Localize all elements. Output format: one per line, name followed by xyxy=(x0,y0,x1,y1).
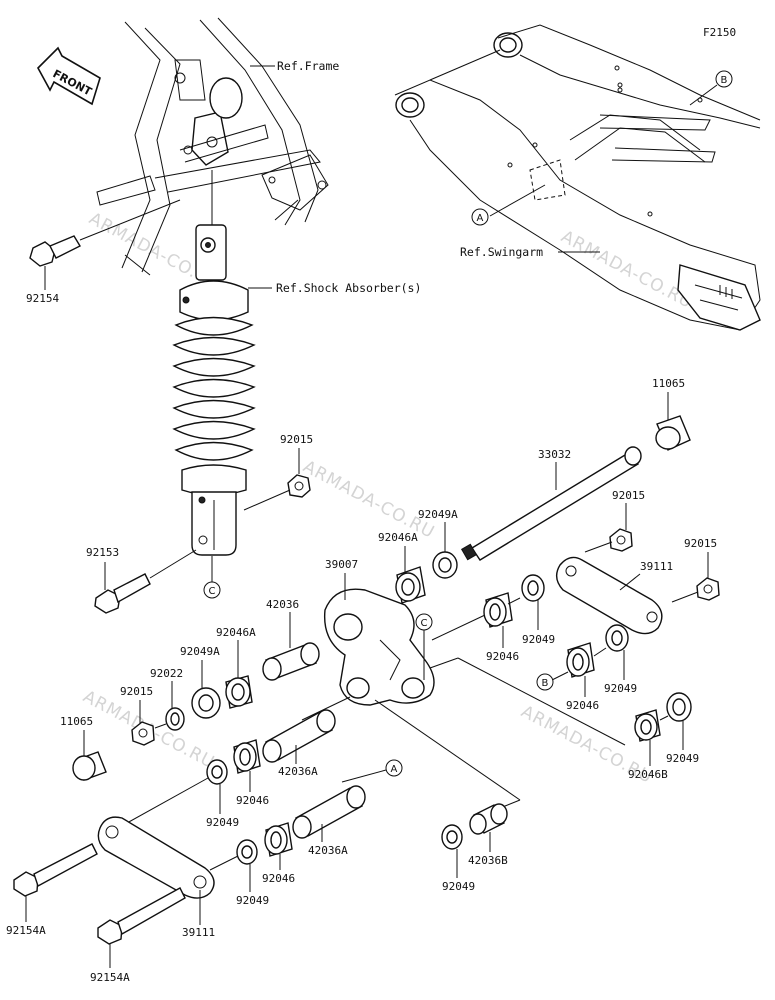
label-92046-r1: 92046 xyxy=(486,650,519,663)
bearing-92046A-mid-icon xyxy=(395,566,426,604)
label-33032: 33032 xyxy=(538,448,571,461)
label-92049-l1: 92049 xyxy=(206,816,239,829)
cap-11065-right-icon xyxy=(655,415,691,451)
nut-92015-mid-icon xyxy=(287,474,311,498)
label-92022: 92022 xyxy=(150,667,183,680)
washer-92049A-mid-icon xyxy=(432,551,458,579)
label-92049A-mid: 92049A xyxy=(418,508,458,521)
bearing-92046-l1-icon xyxy=(233,739,261,774)
label-92154-top: 92154 xyxy=(26,292,59,305)
label-92154A-1: 92154A xyxy=(6,924,46,937)
collar-42036B-icon xyxy=(469,803,508,835)
axle-33032-icon xyxy=(460,446,642,561)
bolt-92153-icon xyxy=(94,549,197,614)
label-42036A-2: 42036A xyxy=(308,844,348,857)
label-92046A-mid: 92046A xyxy=(378,531,418,544)
link-plate-39111-left-icon xyxy=(97,816,215,899)
label-92015-left: 92015 xyxy=(120,685,153,698)
linkage-39007-icon xyxy=(323,588,435,706)
label-92049A-left: 92049A xyxy=(180,645,220,658)
bolt-92154A-2-icon xyxy=(97,887,186,945)
bearing-92046B-icon xyxy=(634,709,661,742)
figure-code: F2150 xyxy=(703,26,736,39)
label-92154A-2: 92154A xyxy=(90,971,130,984)
label-42036A-1: 42036A xyxy=(278,765,318,778)
collar-42036A-1-icon xyxy=(262,709,336,763)
marker-c-shock: C xyxy=(209,586,216,597)
swingarm-drawing xyxy=(394,24,761,331)
link-plate-39111-right-icon xyxy=(555,556,663,635)
label-92015-mid: 92015 xyxy=(280,433,313,446)
marker-b-linkage: B xyxy=(542,678,549,689)
label-92015-r1: 92015 xyxy=(612,489,645,502)
nut-92015-r2-icon xyxy=(696,577,720,601)
washer-92049-b-icon xyxy=(441,824,463,850)
marker-a-linkage: A xyxy=(391,764,398,775)
label-92153: 92153 xyxy=(86,546,119,559)
bearing-92046A-left-icon xyxy=(225,675,253,709)
label-92046-r2: 92046 xyxy=(566,699,599,712)
label-42036: 42036 xyxy=(266,598,299,611)
label-92046-l1: 92046 xyxy=(236,794,269,807)
ref-shock-label: Ref.Shock Absorber(s) xyxy=(276,281,421,295)
nut-92015-r1-icon xyxy=(609,528,633,552)
label-92015-r2: 92015 xyxy=(684,537,717,550)
washer-92049-r1-icon xyxy=(521,574,545,602)
washer-92049-r2-icon xyxy=(605,624,629,652)
label-92049-r1: 92049 xyxy=(522,633,555,646)
marker-c-linkage: C xyxy=(421,618,428,629)
ref-frame-label: Ref.Frame xyxy=(277,59,339,73)
label-92049-r3: 92049 xyxy=(666,752,699,765)
bearing-92046-l2-icon xyxy=(264,822,293,857)
shock-absorber-drawing xyxy=(172,170,256,556)
collar-42036-icon xyxy=(262,642,320,681)
frame-drawing xyxy=(96,17,329,276)
label-11065-left: 11065 xyxy=(60,715,93,728)
label-92046A-left: 92046A xyxy=(216,626,256,639)
ref-swingarm-label: Ref.Swingarm xyxy=(460,245,543,259)
washer-92049-r3-icon xyxy=(666,692,692,722)
cap-11065-left-icon xyxy=(72,751,107,781)
washer-92022-icon xyxy=(165,707,185,731)
label-92046B: 92046B xyxy=(628,768,668,781)
bolt-92154-top-icon xyxy=(29,199,181,267)
label-92049-l2: 92049 xyxy=(236,894,269,907)
label-92049-r2: 92049 xyxy=(604,682,637,695)
label-39111-right: 39111 xyxy=(640,560,673,573)
washer-92049A-left-icon xyxy=(191,687,221,719)
nut-92015-left-icon xyxy=(131,721,155,746)
label-11065-right: 11065 xyxy=(652,377,685,390)
marker-a-swingarm: A xyxy=(477,213,484,224)
washer-92049-l1-icon xyxy=(206,759,228,785)
label-42036B: 42036B xyxy=(468,854,508,867)
collar-42036A-2-icon xyxy=(292,785,366,839)
bearing-92046-r2-icon xyxy=(566,642,595,678)
label-39007: 39007 xyxy=(325,558,358,571)
front-arrow-icon: FRONT xyxy=(37,46,101,106)
watermark-2: ARMADA-CO.RU xyxy=(558,227,696,313)
bolt-92154A-1-icon xyxy=(13,843,98,897)
label-92049-b: 92049 xyxy=(442,880,475,893)
washer-92049-l2-icon xyxy=(236,839,258,865)
label-92046-l2: 92046 xyxy=(262,872,295,885)
marker-b-swingarm: B xyxy=(721,75,728,86)
bearing-92046-r1-icon xyxy=(483,592,513,628)
label-39111-left: 39111 xyxy=(182,926,215,939)
